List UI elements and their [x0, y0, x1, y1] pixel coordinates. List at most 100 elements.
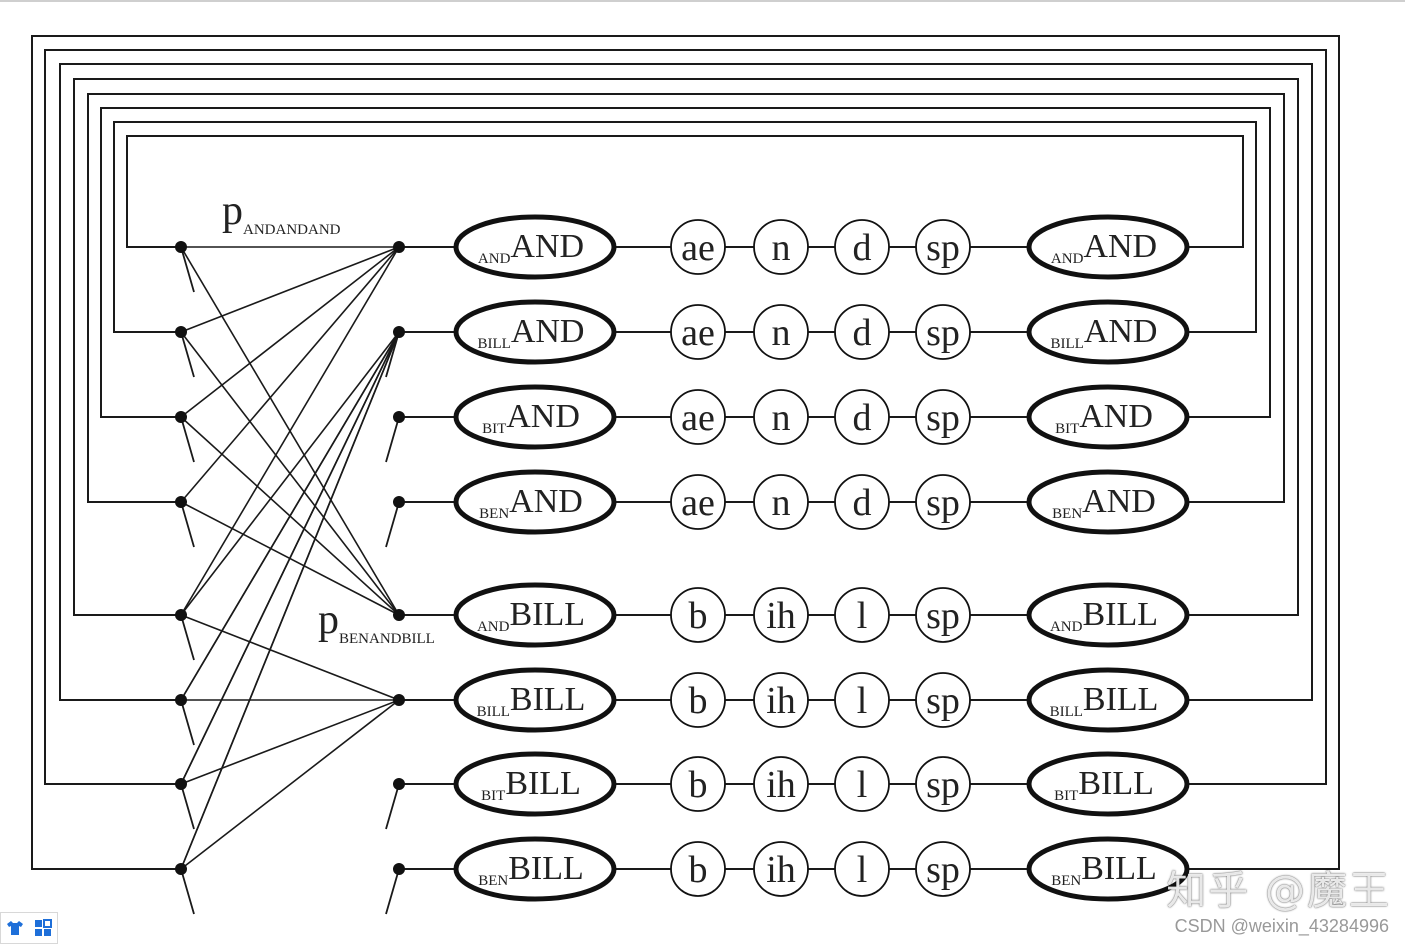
grid-icon[interactable] [33, 918, 53, 938]
stub-line [180, 331, 195, 378]
word-node-label: BENBILL [1051, 850, 1157, 889]
phone-node [834, 672, 890, 728]
stub-line [385, 416, 400, 463]
junction-dot [175, 411, 187, 423]
word-node-label: ANDAND [478, 228, 584, 267]
shirt-icon[interactable] [5, 918, 25, 938]
junction-dot [175, 326, 187, 338]
phone-node [915, 587, 971, 643]
phone-label: b [689, 849, 708, 891]
prob-label-benandbill: pBENANDBILL [318, 597, 435, 647]
word-node-label: BENAND [1052, 483, 1156, 522]
word-label: AND [1083, 228, 1157, 265]
word-node-label: BILLAND [1051, 313, 1158, 352]
phone-label: l [857, 849, 868, 891]
phone-label: sp [926, 397, 960, 439]
phone-node [834, 304, 890, 360]
phone-label: ih [766, 849, 796, 891]
junction-dot [175, 241, 187, 253]
prob-sub: BENANDBILL [339, 631, 435, 647]
context-label: BIT [482, 421, 506, 437]
feedback-loop [31, 35, 1340, 870]
feedback-loop [44, 49, 1327, 785]
feedback-loop [113, 121, 1257, 333]
word-start-node [453, 384, 617, 450]
word-end-node [1026, 384, 1190, 450]
prob-sub: ANDANDAND [243, 222, 341, 238]
word-node-label: BENAND [479, 483, 583, 522]
phone-node [915, 672, 971, 728]
bigram-link [180, 331, 400, 870]
phone-label: l [857, 764, 868, 806]
phone-node [834, 841, 890, 897]
word-label: AND [1082, 483, 1156, 520]
prob-main: p [222, 188, 243, 234]
phone-node [915, 474, 971, 530]
phone-label: ae [681, 397, 715, 439]
phone-label: b [689, 764, 708, 806]
word-label: AND [510, 228, 584, 265]
phone-node [915, 756, 971, 812]
bigram-link [180, 246, 400, 616]
word-start-node [453, 582, 617, 648]
phone-label: ih [766, 680, 796, 722]
phone-node [753, 219, 809, 275]
phone-label: d [853, 397, 872, 439]
junction-dot [175, 496, 187, 508]
watermark: 知乎 @魔王 [1166, 868, 1391, 914]
context-label: AND [477, 619, 510, 635]
context-label: BEN [478, 873, 508, 889]
bigram-link [180, 331, 400, 785]
word-node-label: BITBILL [1054, 765, 1154, 804]
word-end-node [1026, 299, 1190, 365]
phone-node [753, 389, 809, 445]
junction-dot [393, 326, 405, 338]
phone-node [670, 474, 726, 530]
feedback-loop [87, 93, 1285, 503]
stub-line [180, 783, 195, 830]
stub-line [385, 331, 400, 378]
junction-dot [175, 863, 187, 875]
phone-label: n [772, 397, 791, 439]
junction-dot [393, 496, 405, 508]
feedback-loop [100, 107, 1271, 418]
phone-label: sp [926, 312, 960, 354]
word-node-label: ANDBILL [477, 596, 585, 635]
context-label: AND [478, 251, 511, 267]
word-label: BILL [509, 596, 585, 633]
word-node-label: BILLBILL [477, 681, 586, 720]
phone-node [753, 672, 809, 728]
stub-line [180, 416, 195, 463]
bigram-link [180, 246, 400, 333]
phone-node [670, 389, 726, 445]
word-end-node [1026, 667, 1190, 733]
word-end-node [1026, 836, 1190, 902]
word-start-node [453, 667, 617, 733]
phone-label: ih [766, 764, 796, 806]
word-label: AND [1084, 313, 1158, 350]
context-label: BIT [1055, 421, 1079, 437]
word-node-label: BITAND [1055, 398, 1153, 437]
phone-label: sp [926, 227, 960, 269]
phone-node [753, 304, 809, 360]
context-label: BEN [1051, 873, 1081, 889]
phone-node [915, 304, 971, 360]
phone-node [670, 841, 726, 897]
word-node-label: BENBILL [478, 850, 584, 889]
stub-line [180, 614, 195, 661]
bigram-link [180, 699, 400, 785]
context-label: AND [1050, 619, 1083, 635]
junction-dot [175, 694, 187, 706]
phone-node [834, 756, 890, 812]
phone-label: d [853, 227, 872, 269]
network-nodes [175, 214, 1190, 902]
word-start-node [453, 299, 617, 365]
phone-node [670, 756, 726, 812]
bigram-link [180, 246, 400, 418]
phone-label: ih [766, 595, 796, 637]
word-label: BILL [508, 850, 584, 887]
phone-label: sp [926, 482, 960, 524]
word-node-label: BILLAND [478, 313, 585, 352]
word-start-node [453, 214, 617, 280]
toolbar [0, 912, 58, 944]
